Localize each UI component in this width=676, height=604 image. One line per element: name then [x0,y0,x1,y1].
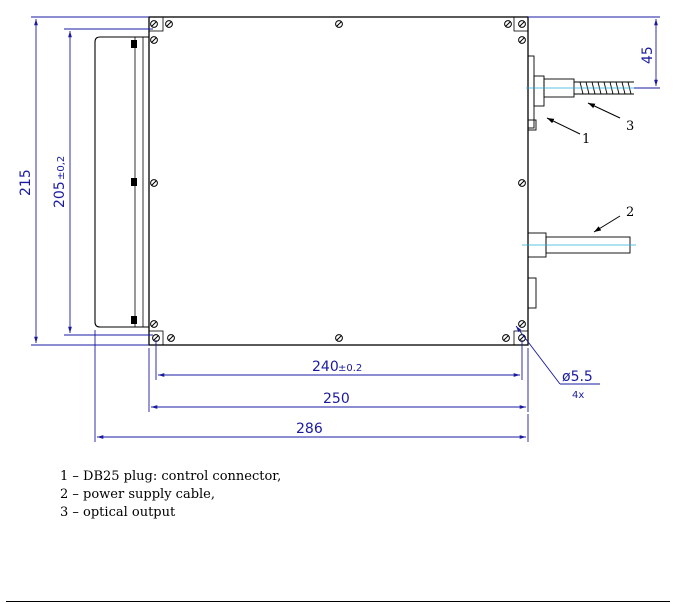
dim-45: 45 [640,46,656,64]
dim-215: 215 [18,169,34,196]
dimension-lines [31,16,660,442]
power-supply-cable [522,232,636,309]
legend-item-3: 3 – optical output [60,505,176,520]
side-plate [94,36,149,328]
callout-1: 1 [582,132,590,147]
legend: 1 – DB25 plug: control connector, 2 – po… [60,468,281,522]
bottom-rule [6,601,670,602]
dim-hole-diameter: ø5.5 [562,369,593,385]
callout-2: 2 [626,205,634,220]
dim-205-tol: ±0,2 [56,156,67,180]
legend-item-1: 1 – DB25 plug: control connector, [60,469,282,484]
dim-205: 205 [52,181,68,208]
dim-250: 250 [323,391,350,407]
mounting-screws [150,20,526,342]
dim-hole-count: 4x [572,390,584,401]
dim-205-group: 205 ±0,2 [52,156,68,208]
db25-connector [527,55,545,131]
housing [148,16,529,346]
dim-286: 286 [296,421,323,437]
dim-240: 240 [312,359,339,375]
callouts: 1 3 2 [546,102,634,233]
dim-240-tol: ±0.2 [338,363,362,374]
callout-3: 3 [626,119,634,134]
legend-item-2: 2 – power supply cable, [60,487,216,502]
